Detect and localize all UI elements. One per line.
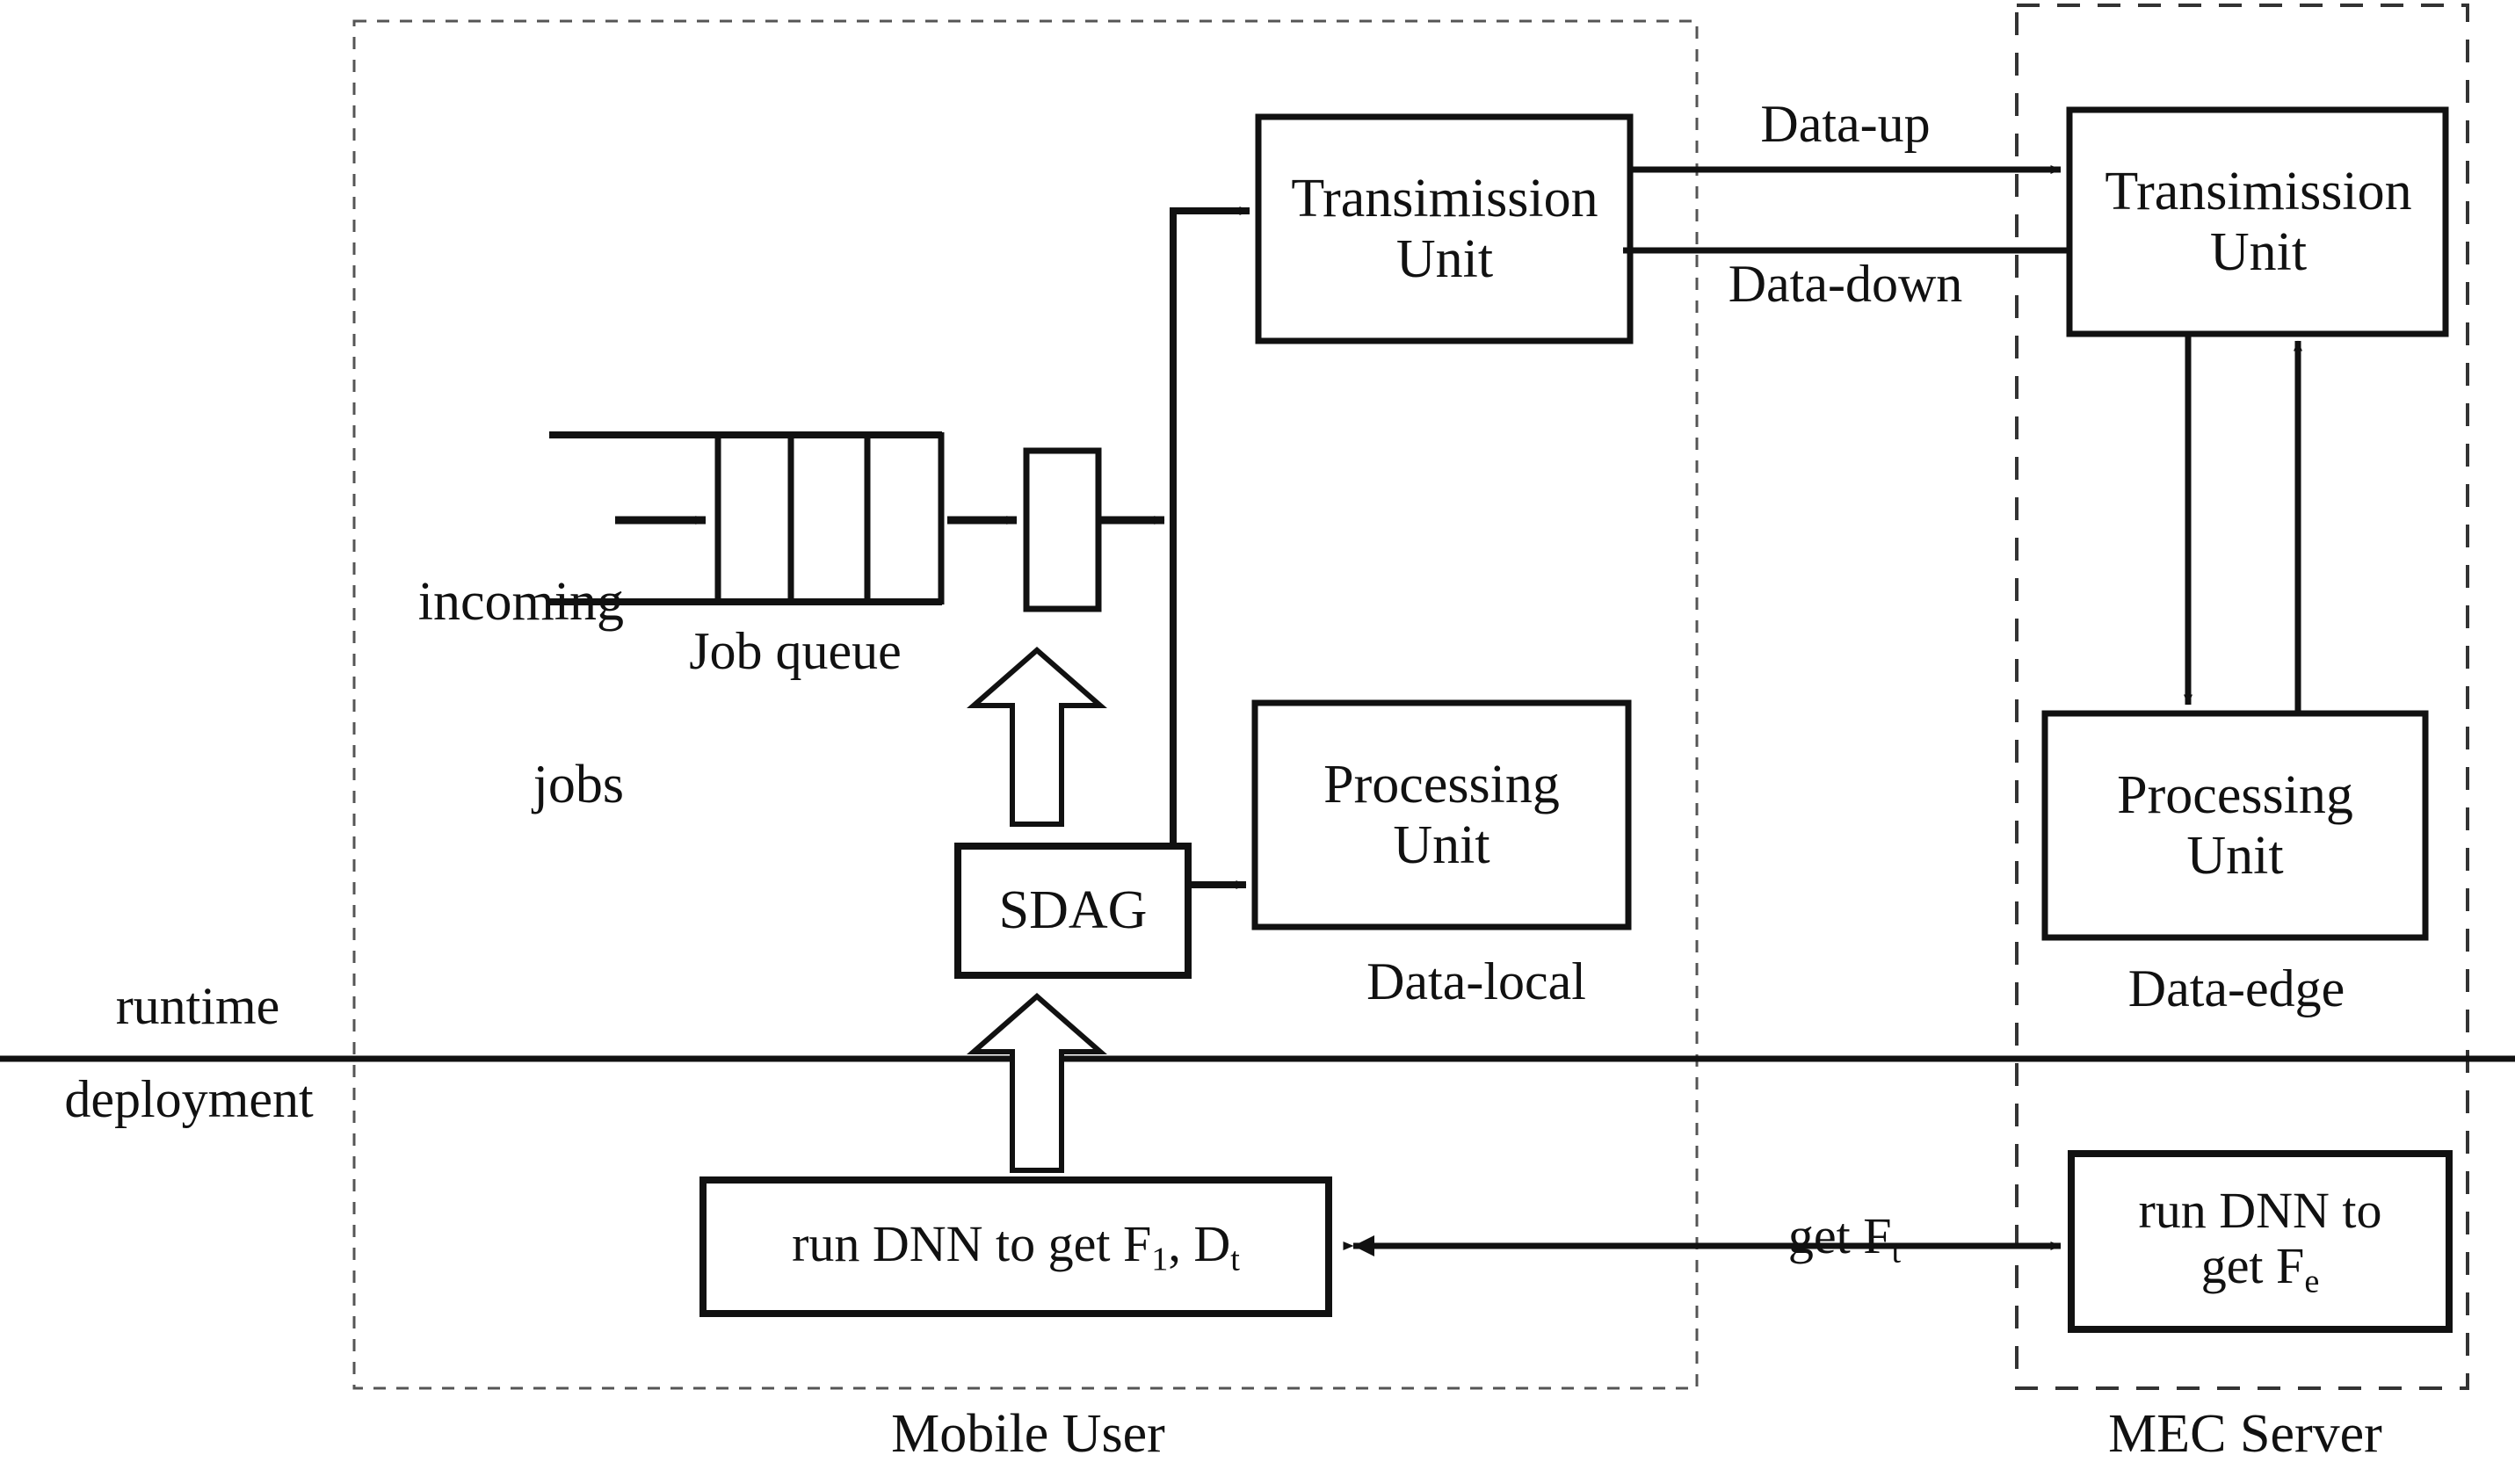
mobile-transmission-unit-label: Transimission Unit — [1291, 169, 1598, 289]
job-queue-caption: Job queue — [689, 622, 902, 680]
mobile-processing-unit-box — [1251, 699, 1632, 930]
edge-dnn-box — [2068, 1150, 2453, 1333]
local-dnn-box — [699, 1176, 1332, 1317]
local-dnn-label: run DNN to get F1, Dt — [792, 1214, 1240, 1278]
sdag-box — [954, 843, 1192, 979]
mec-transmission-unit-box — [2066, 106, 2449, 337]
data-up-label: Data-up — [1760, 95, 1931, 153]
sdag-to-queue-hollow-arrow — [967, 647, 1107, 827]
incoming-jobs-label: incoming jobs — [417, 571, 624, 815]
mobile-user-container — [352, 19, 1699, 1390]
get-ft-label: get Ft — [1787, 1206, 1902, 1270]
dnn-to-sdag-hollow-arrow — [967, 993, 1107, 1173]
get-ft-arrow-left-head — [1353, 1235, 1374, 1256]
sdag-label: SDAG — [998, 880, 1148, 941]
mec-transmission-unit-label: Transimission Unit — [2105, 162, 2412, 282]
mobile-transmission-unit-box — [1255, 113, 1634, 344]
data-down-label: Data-down — [1728, 255, 1963, 313]
deployment-label: deployment — [64, 1070, 314, 1128]
mec-server-caption: MEC Server — [2108, 1404, 2382, 1464]
data-local-label: Data-local — [1366, 952, 1586, 1010]
edge-dnn-label: run DNN to get Fe — [2138, 1181, 2382, 1301]
mec-processing-unit-label: Processing Unit — [2117, 765, 2353, 886]
data-edge-label: Data-edge — [2127, 959, 2345, 1017]
runtime-label: runtime — [115, 977, 280, 1035]
mobile-user-caption: Mobile User — [891, 1404, 1165, 1464]
mec-server-container — [2015, 4, 2469, 1390]
dispatcher-box — [1023, 447, 1102, 612]
mec-processing-unit-box — [2041, 710, 2429, 941]
mobile-processing-unit-label: Processing Unit — [1323, 755, 1560, 875]
